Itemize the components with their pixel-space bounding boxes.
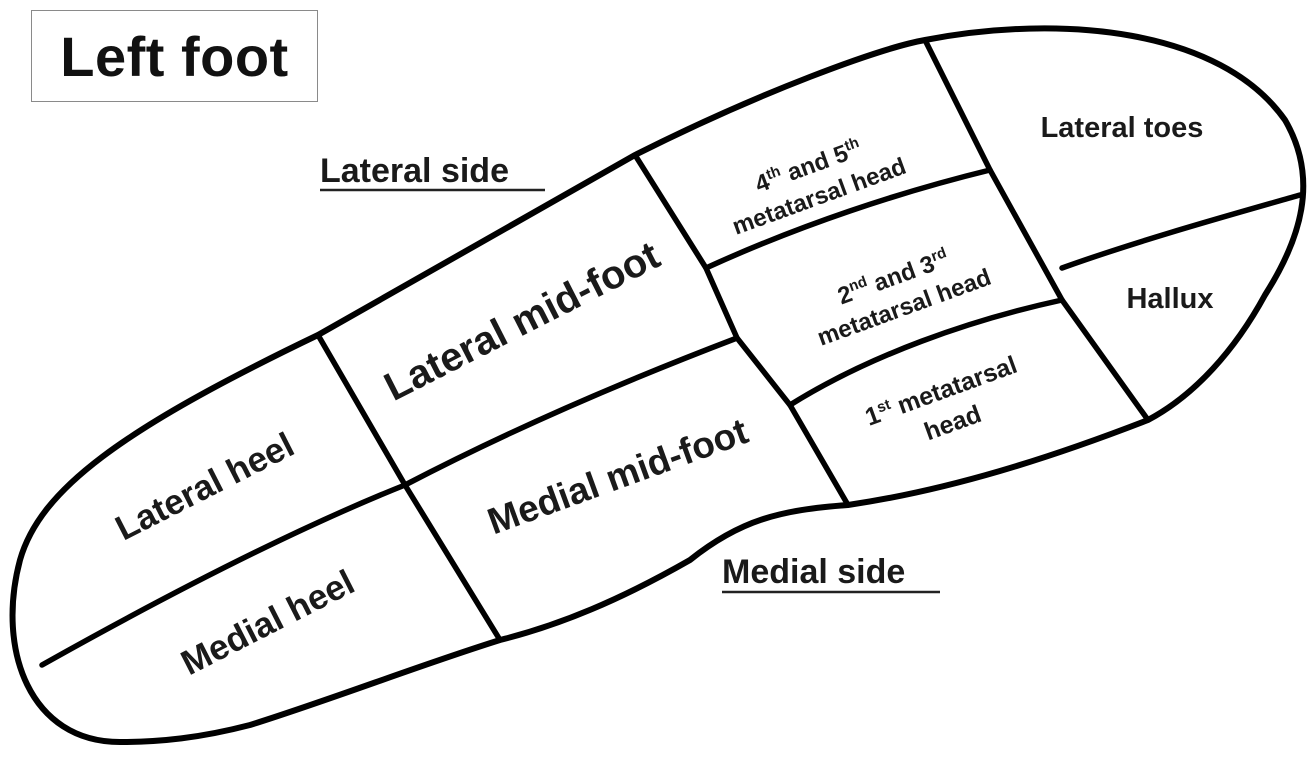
page-title: Left foot	[60, 24, 288, 89]
medial-side-label: Medial side	[722, 553, 940, 592]
label-lateral-toes: Lateral toes	[1041, 112, 1204, 144]
label-hallux: Hallux	[1126, 283, 1213, 315]
svg-text:Lateral side: Lateral side	[320, 152, 509, 190]
title-box: Left foot	[31, 10, 318, 102]
lateral-side-label: Lateral side	[320, 152, 545, 190]
svg-text:Medial side: Medial side	[722, 553, 905, 591]
